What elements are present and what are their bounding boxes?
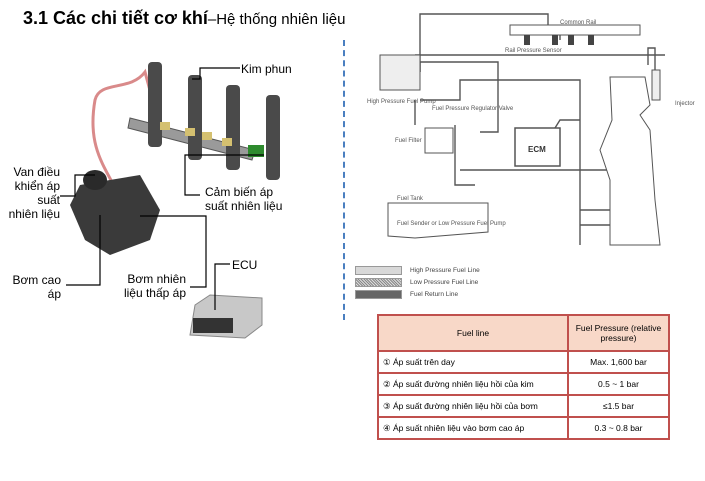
title-bold: 3.1 Các chi tiết cơ khí [23,8,208,28]
high-pressure-pipe [91,68,154,183]
legend-swatch-low [355,278,402,287]
header-fuel-line: Fuel line [377,314,569,352]
cell-pressure: 0.3 ~ 0.8 bar [567,416,670,440]
table-row: ③ Áp suất đường nhiên liệu hồi của bơm ≤… [377,394,670,418]
text-fuel-sender: Fuel Sender or Low Pressure Fuel Pump [397,221,506,227]
text-injector: Injector [675,101,695,107]
schematic-common-rail [509,24,641,36]
cell-line: ④ Áp suất nhiên liệu vào bơm cao áp [377,416,569,440]
schematic-injector [651,69,661,101]
schematic-engine [599,76,661,246]
cell-pressure: Max. 1,600 bar [567,350,670,374]
table-row: ① Áp suất trên day Max. 1,600 bar [377,350,670,374]
text-regulator: Fuel Pressure Regulator Valve [432,106,514,112]
label-low-pump: Bơm nhiên liệu thấp áp [123,272,186,300]
text-fuel-filter: Fuel Filter [395,138,422,144]
text-rail-sensor: Rail Pressure Sensor [505,48,562,54]
text-ecm: ECM [528,145,546,154]
label-high-pump: Bơm cao áp [12,273,61,301]
schematic-hp-pump [379,54,421,91]
label-pressure-valve: Van điều khiển áp suất nhiên liệu [8,165,60,221]
schematic-fuel-filter [424,127,454,154]
ecu-unit [189,294,263,339]
text-fuel-tank: Fuel Tank [397,196,424,202]
cell-line: ② Áp suất đường nhiên liệu hồi của kim [377,372,569,396]
rail-pressure-sensor-part [248,145,264,157]
table-row: ② Áp suất đường nhiên liệu hồi của kim 0… [377,372,670,396]
text-common-rail: Common Rail [560,20,596,26]
label-ecu: ECU [232,258,258,272]
component-illustration [60,62,280,339]
fuel-pressure-table: Fuel line Fuel Pressure (relative pressu… [377,314,670,440]
label-injector: Kim phun [241,62,292,76]
text-hp-pump: High Pressure Fuel Pump [367,99,436,105]
injectors [148,62,280,180]
legend-high-pressure: High Pressure Fuel Line [355,266,480,275]
legend-label: Fuel Return Line [410,291,459,298]
legend-label: High Pressure Fuel Line [410,267,480,274]
cell-line: ③ Áp suất đường nhiên liệu hồi của bơm [377,394,569,418]
slide-title: 3.1 Các chi tiết cơ khí–Hệ thống nhiên l… [23,9,353,29]
schematic-fuel-tank [387,202,489,239]
legend-low-pressure: Low Pressure Fuel Line [355,278,478,287]
legend-swatch-return [355,290,402,299]
table-row: ④ Áp suất nhiên liệu vào bơm cao áp 0.3 … [377,416,670,440]
high-pressure-pump [70,170,160,255]
rail-outlets [524,35,594,45]
legend-return: Fuel Return Line [355,290,458,299]
title-subtitle: –Hệ thống nhiên liệu [207,11,346,28]
label-rail-sensor: Cảm biến áp suất nhiên liệu [205,185,283,213]
cell-pressure: 0.5 ~ 1 bar [567,372,670,396]
leader-lines [60,67,264,310]
schematic-ecm-box [514,127,561,167]
legend-swatch-high [355,266,402,275]
header-fuel-pressure: Fuel Pressure (relative pressure) [567,314,670,352]
cell-line: ① Áp suất trên day [377,350,569,374]
section-divider [343,40,345,320]
fuel-system-schematic: Common Rail Rail Pressure Sensor High Pr… [367,13,695,246]
legend-label: Low Pressure Fuel Line [410,279,479,286]
table-header-row: Fuel line Fuel Pressure (relative pressu… [377,314,670,352]
cell-pressure: ≤1.5 bar [567,394,670,418]
